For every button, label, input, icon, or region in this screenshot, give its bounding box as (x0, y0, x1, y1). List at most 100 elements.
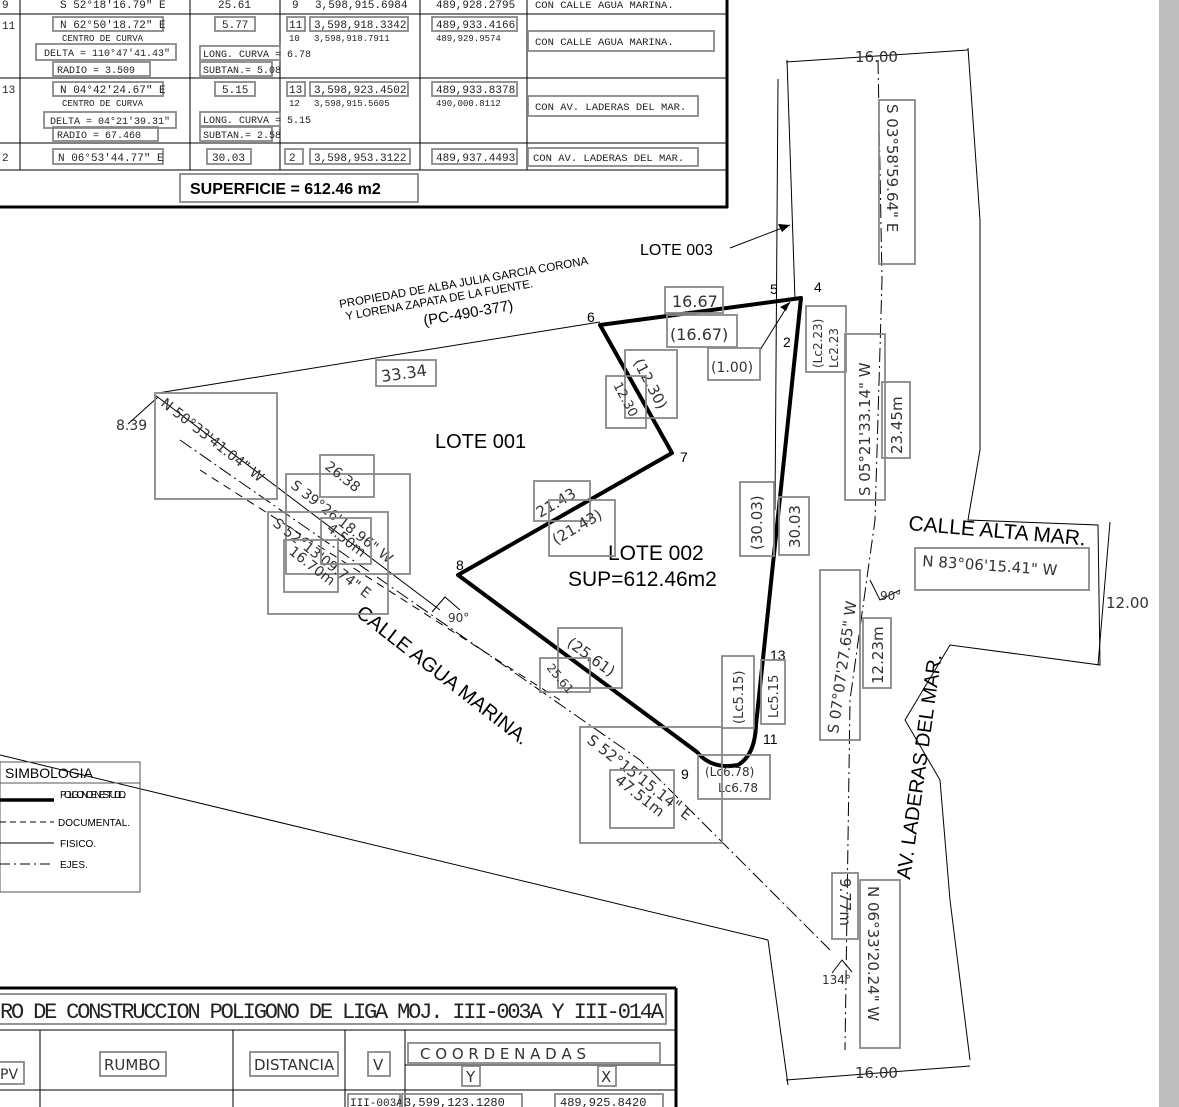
cell-box (527, 30, 715, 52)
vertex-label: 2 (783, 334, 791, 350)
distance-label: 8.39 (116, 418, 147, 434)
bearing-box (579, 726, 723, 844)
dim-box (605, 375, 647, 429)
top-left-cell: 13 (2, 85, 15, 97)
bearing-box (267, 511, 389, 615)
cell-box (527, 147, 699, 167)
vertex-label: 7 (680, 449, 688, 465)
cell-box (52, 16, 164, 32)
distance-label: 33.34 (380, 361, 428, 386)
vertex-label: 4 (814, 279, 822, 295)
bearing-label: S 03°58'59.64" E (883, 104, 901, 232)
cell-box (206, 148, 252, 165)
row-y: 3,598,915.5605 (314, 99, 390, 109)
lote-003-label: LOTE 003 (640, 242, 713, 259)
bottom-table-title: RO DE CONSTRUCCION POLIGONO DE LIGA MOJ.… (0, 1000, 665, 1025)
bottom-construction-table: RO DE CONSTRUCCION POLIGONO DE LIGA MOJ.… (0, 986, 678, 1107)
row-y: 3,598,918.3342 (314, 20, 406, 32)
cell-box (401, 1093, 523, 1107)
row-x: 490,000.8112 (436, 99, 501, 109)
row-x: 489,937.4493 (436, 153, 515, 165)
cell-box (52, 81, 164, 97)
dim-box (697, 754, 771, 800)
dim-box (548, 499, 616, 557)
cell-box (99, 1051, 167, 1077)
vertex-label: 5 (770, 281, 778, 297)
lote-002-label: LOTE 002 (608, 542, 704, 565)
dim-box (375, 359, 437, 387)
cell-box (347, 1093, 401, 1107)
distance-label: 25.61 (544, 661, 577, 696)
cell-box (431, 148, 518, 165)
distance-label: 23.45m (888, 396, 906, 454)
bearing-box (878, 99, 916, 265)
dim-box (609, 769, 675, 829)
plan-labels: LOTE 001 LOTE 002 SUP=612.46m2 LOTE 003 … (116, 48, 1149, 1082)
vertex-label: 6 (587, 309, 595, 325)
vertex-label: 9 (681, 766, 689, 782)
row-rumbo: CENTRO DE CURVA (62, 34, 144, 44)
cell-box (199, 61, 273, 77)
cell-box (309, 148, 411, 165)
cell-box (309, 81, 409, 97)
row-vertex: 12 (289, 99, 300, 109)
cell-box (199, 126, 273, 142)
cell-box (286, 81, 306, 97)
dim-box (533, 480, 591, 522)
row-distancia: 5.15 (222, 85, 248, 97)
row-x: 489,925.8420 (560, 1096, 646, 1107)
bearing-label: N 83°06'15.41" W (922, 552, 1058, 579)
dim-box (283, 539, 339, 593)
dim-box (805, 305, 847, 373)
distance-label: 26.38 (322, 459, 363, 496)
row-x: 489,929.9574 (436, 34, 501, 44)
row-vertex: 2 (289, 153, 296, 165)
legend-item: FISICO. (60, 839, 96, 850)
distance-label: Lc2.23 (827, 328, 841, 368)
row-y: 3,599,123.1280 (404, 1096, 505, 1107)
legend: SIMBOLOGIA POLIGONO EN ESTUDIO. DOCUMENT… (0, 761, 141, 893)
street-geometry (0, 47, 1111, 1086)
distance-label: Lc5.15 (767, 675, 782, 718)
dim-box (319, 454, 375, 498)
distance-label: 16.67 (672, 292, 718, 311)
row-rumbo: N 62°50'18.72" E (60, 20, 166, 32)
bearing-box (819, 569, 861, 741)
distance-label: Lc6.78 (718, 781, 758, 795)
street-laderas: AV. LADERAS DEL MAR. (893, 653, 946, 881)
row-vertex: 13 (289, 85, 302, 97)
distance-label: (Lc5.15) (732, 671, 747, 724)
distance-label: (30.03) (748, 495, 766, 550)
cell-box (554, 1093, 664, 1107)
angle-label: 90° (448, 611, 469, 625)
row-colindancia: CON CALLE AGUA MARINA. (535, 0, 674, 12)
row-rumbo: N 06°53'44.77" E (58, 153, 164, 165)
row-colindancia: CON AV. LADERAS DEL MAR. (533, 153, 684, 165)
cell-box (214, 81, 256, 97)
header-rumbo: RUMBO (104, 1056, 160, 1074)
bearing-label: S 07°07'27.65" W (824, 600, 860, 735)
dim-box (539, 657, 591, 693)
row-vertex: 11 (289, 20, 303, 32)
row-distancia: 5.77 (222, 20, 248, 32)
curve-subtan: SUBTAN.= 5.08 (203, 66, 281, 77)
distance-label: (Lc6.78) (705, 765, 754, 779)
cell-box (461, 1065, 481, 1087)
row-y: 3,598,915.6984 (315, 0, 408, 12)
bearing-box (844, 333, 886, 501)
distance-label: 21.43 (533, 484, 579, 521)
row-x: 489,933.4166 (436, 20, 515, 32)
row-colindancia: CON CALLE AGUA MARINA. (535, 37, 674, 49)
curve-radio: RADIO = 67.460 (57, 131, 141, 142)
dim-box (862, 617, 892, 689)
distance-label: 9.77m (836, 878, 854, 926)
cell-box (214, 16, 256, 32)
distance-label: 16.00 (855, 1064, 898, 1082)
vertex-label: 8 (456, 557, 464, 573)
dim-box (721, 655, 755, 729)
dim-box (739, 481, 775, 557)
distance-label: 12.23m (869, 626, 887, 684)
bearing-box (914, 547, 1090, 591)
cell-box (431, 81, 518, 97)
